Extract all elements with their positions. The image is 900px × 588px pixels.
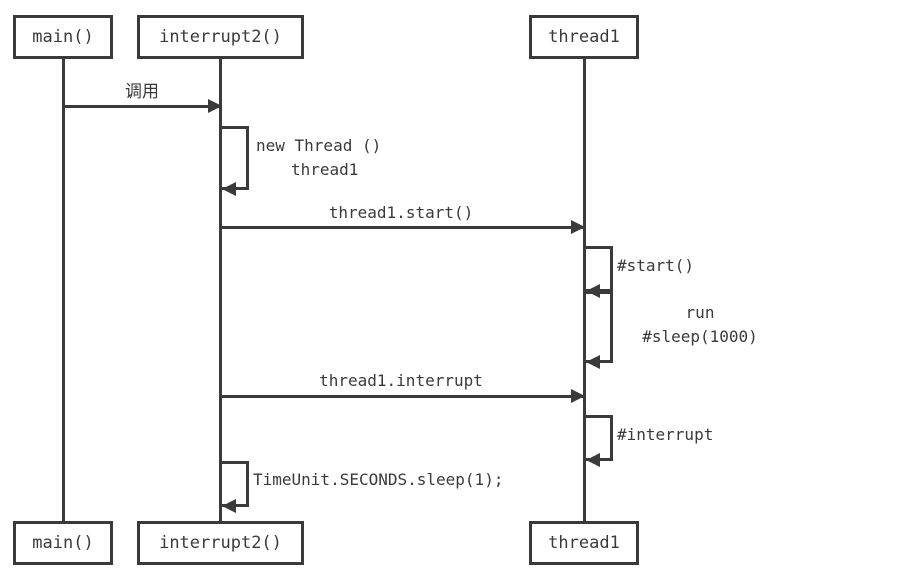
message-label-start-internal: #start() <box>617 256 695 275</box>
message-label-timeunit-sleep: TimeUnit.SECONDS.sleep(1); <box>253 470 504 489</box>
participant-header-interrupt2[interactable]: interrupt2() <box>137 15 304 59</box>
message-label-call: 调用 <box>125 82 159 102</box>
self-call-arrowhead-start-internal <box>586 284 600 298</box>
message-line-thread-start <box>219 226 583 229</box>
self-call-arrowhead-new-thread <box>222 182 236 196</box>
message-label-thread-start: thread1.start() <box>328 203 474 222</box>
self-call-arrowhead-interrupt-internal <box>586 453 600 467</box>
participant-footer-thread1-label: thread1 <box>548 532 620 553</box>
self-call-new-thread <box>219 126 249 190</box>
message-label-new-thread-line1: new Thread () <box>256 136 382 155</box>
participant-footer-interrupt2-label: interrupt2() <box>159 532 282 553</box>
message-line-call <box>62 105 222 108</box>
participant-footer-thread1[interactable]: thread1 <box>529 521 639 565</box>
message-arrowhead-thread-interrupt <box>571 389 585 403</box>
lifeline-main <box>62 58 65 521</box>
message-label-new-thread-line2: thread1 <box>291 160 359 179</box>
lifeline-interrupt2 <box>219 58 222 521</box>
participant-header-thread1[interactable]: thread1 <box>529 15 639 59</box>
message-arrowhead-call <box>208 99 222 113</box>
self-call-run-sleep <box>583 291 613 363</box>
message-label-run-sleep-line2: #sleep(1000) <box>642 327 758 346</box>
message-label-run-sleep-line1: run <box>685 303 715 322</box>
message-label-interrupt-internal: #interrupt <box>617 425 714 444</box>
message-line-thread-interrupt <box>219 395 583 398</box>
message-arrowhead-thread-start <box>571 220 585 234</box>
participant-header-main-label: main() <box>32 26 94 47</box>
participant-footer-main-label: main() <box>32 532 94 553</box>
self-call-arrowhead-timeunit-sleep <box>222 499 236 513</box>
participant-header-interrupt2-label: interrupt2() <box>159 26 282 47</box>
participant-footer-interrupt2[interactable]: interrupt2() <box>137 521 304 565</box>
participant-header-main[interactable]: main() <box>13 15 113 59</box>
message-label-thread-interrupt: thread1.interrupt <box>319 371 483 390</box>
participant-header-thread1-label: thread1 <box>548 26 620 47</box>
participant-footer-main[interactable]: main() <box>13 521 113 565</box>
self-call-arrowhead-run-sleep <box>586 355 600 369</box>
